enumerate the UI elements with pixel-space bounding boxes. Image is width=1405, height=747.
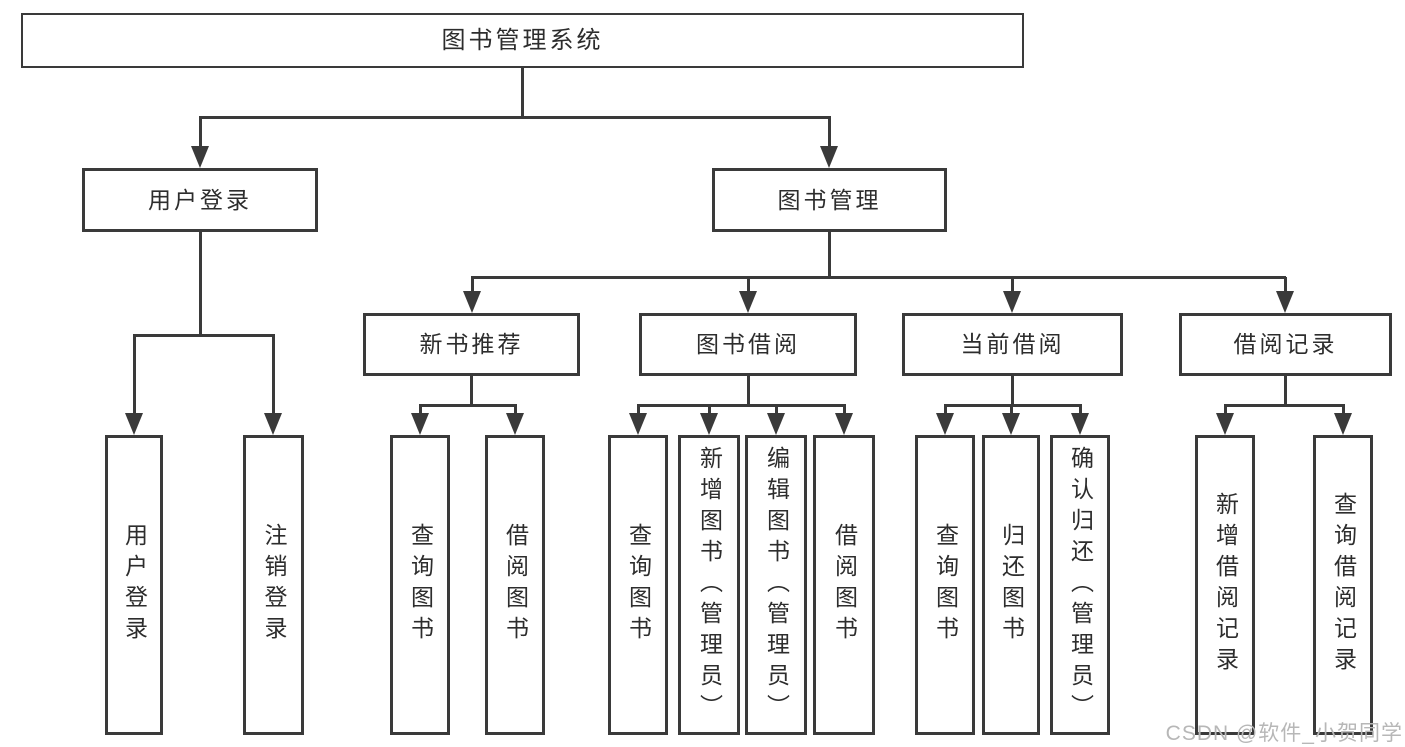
arrow-down-icon [506, 413, 524, 435]
connector-line [521, 68, 524, 117]
connector-line [944, 404, 1082, 407]
connector-line [1079, 405, 1082, 419]
connector-line [1010, 405, 1013, 419]
leaf-label: 编辑图书（管理员） [763, 445, 790, 725]
node-current-borrowing: 当前借阅 [902, 313, 1123, 376]
leaf-label: 确认归还（管理员） [1067, 445, 1094, 725]
leaf-cb-return-books: 归还图书 [982, 435, 1040, 735]
watermark-text: CSDN @软件_小贺同学 [1165, 722, 1403, 745]
connector-line [637, 404, 846, 407]
arrow-down-icon [1002, 413, 1020, 435]
leaf-label: 新增图书（管理员） [696, 445, 723, 725]
leaf-cb-query-books: 查询图书 [915, 435, 975, 735]
connector-line [1011, 277, 1014, 295]
node-label: 图书管理系统 [441, 26, 604, 54]
arrow-down-icon [411, 413, 429, 435]
connector-line [1224, 405, 1227, 419]
node-label: 图书管理 [777, 186, 882, 213]
connector-line [419, 405, 422, 419]
arrow-down-icon [629, 413, 647, 435]
node-label: 用户登录 [148, 186, 252, 213]
connector-line [828, 231, 831, 277]
connector-line [1224, 404, 1345, 407]
connector-line [133, 334, 275, 337]
node-label: 图书借阅 [696, 331, 800, 357]
leaf-label: 借阅图书 [502, 523, 529, 647]
connector-line [1342, 405, 1345, 419]
arrow-down-icon [936, 413, 954, 435]
leaf-nb-query-books: 查询图书 [390, 435, 450, 735]
leaf-bb-add-books-admin: 新增图书（管理员） [678, 435, 740, 735]
connector-line [199, 116, 831, 119]
node-borrowing-records: 借阅记录 [1179, 313, 1392, 376]
arrow-down-icon [1071, 413, 1089, 435]
leaf-cb-confirm-return-admin: 确认归还（管理员） [1050, 435, 1110, 735]
connector-line [272, 335, 275, 415]
node-label: 新书推荐 [419, 331, 524, 357]
leaf-bb-query-books: 查询图书 [608, 435, 668, 735]
connector-line [199, 117, 202, 150]
leaf-rec-query-record: 查询借阅记录 [1313, 435, 1373, 735]
arrow-down-icon [125, 413, 143, 435]
arrow-down-icon [820, 146, 838, 168]
leaf-label: 查询图书 [932, 523, 959, 647]
arrow-down-icon [700, 413, 718, 435]
arrow-down-icon [191, 146, 209, 168]
arrow-down-icon [835, 413, 853, 435]
node-label: 借阅记录 [1233, 331, 1338, 357]
arrow-down-icon [1276, 291, 1294, 313]
connector-line [471, 276, 1286, 279]
connector-line [775, 405, 778, 419]
leaf-label: 用户登录 [121, 523, 148, 647]
leaf-label: 归还图书 [998, 523, 1025, 647]
node-library-system: 图书管理系统 [21, 13, 1024, 68]
connector-line [470, 376, 473, 406]
connector-line [944, 405, 947, 419]
leaf-label: 查询图书 [625, 523, 652, 647]
node-new-book-recommend: 新书推荐 [363, 313, 580, 376]
arrow-down-icon [767, 413, 785, 435]
connector-line [843, 405, 846, 419]
node-book-borrowing: 图书借阅 [639, 313, 857, 376]
leaf-nb-borrow-books: 借阅图书 [485, 435, 545, 735]
leaf-rec-add-record: 新增借阅记录 [1195, 435, 1255, 735]
arrow-down-icon [1334, 413, 1352, 435]
leaf-bb-edit-books-admin: 编辑图书（管理员） [745, 435, 807, 735]
connector-line [637, 405, 640, 419]
connector-line [747, 376, 750, 406]
leaf-user-login: 用户登录 [105, 435, 163, 735]
connector-line [1011, 376, 1014, 406]
connector-line [133, 335, 136, 415]
node-book-management: 图书管理 [712, 168, 947, 232]
connector-line [471, 277, 474, 295]
leaf-label: 查询图书 [407, 523, 434, 647]
connector-line [199, 231, 202, 335]
arrow-down-icon [1216, 413, 1234, 435]
connector-line [708, 405, 711, 419]
arrow-down-icon [463, 291, 481, 313]
arrow-down-icon [264, 413, 282, 435]
leaf-label: 新增借阅记录 [1212, 492, 1239, 678]
node-label: 当前借阅 [960, 331, 1065, 357]
leaf-label: 注销登录 [261, 523, 287, 647]
arrow-down-icon [739, 291, 757, 313]
leaf-logout: 注销登录 [243, 435, 304, 735]
connector-line [1284, 376, 1287, 406]
connector-line [828, 117, 831, 150]
connector-line [1284, 277, 1287, 295]
connector-line [747, 277, 750, 295]
connector-line [514, 405, 517, 419]
leaf-label: 查询借阅记录 [1330, 492, 1357, 678]
leaf-bb-borrow-books: 借阅图书 [813, 435, 875, 735]
arrow-down-icon [1003, 291, 1021, 313]
connector-line [419, 404, 517, 407]
node-user-login-group: 用户登录 [82, 168, 318, 232]
leaf-label: 借阅图书 [831, 523, 858, 647]
